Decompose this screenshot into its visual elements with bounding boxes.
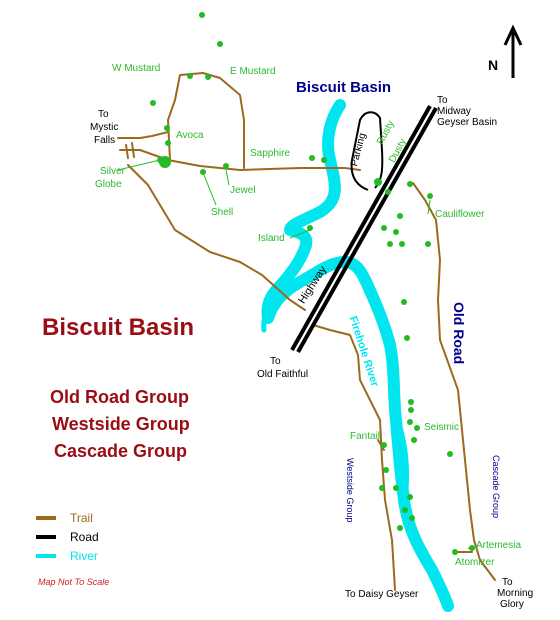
trail-westside	[312, 324, 396, 591]
label-jewel: Jewel	[230, 185, 256, 196]
label-to-midway-1: To	[437, 95, 448, 106]
north-label: N	[488, 57, 499, 73]
label-to-mystic-2: Mystic	[90, 122, 119, 133]
highway-road	[290, 105, 438, 353]
thermal-features	[150, 12, 475, 555]
legend-road-label: Road	[70, 530, 99, 544]
label-cauliflower: Cauliflower	[435, 209, 485, 220]
scale-note: Map Not To Scale	[38, 577, 110, 587]
label-to-old-faithful-2: Old Faithful	[257, 369, 309, 380]
group-westside: Westside Group	[52, 414, 190, 434]
trail-main-east	[167, 159, 361, 171]
label-sapphire: Sapphire	[250, 148, 291, 159]
river-west-branch	[261, 282, 286, 333]
firehole-river	[261, 99, 454, 612]
label-fantail: Fantail	[350, 431, 381, 442]
label-avoca: Avoca	[176, 130, 204, 141]
label-artemesia: Artemesia	[476, 540, 522, 551]
label-westside-group: Westside Group	[345, 458, 355, 523]
trail-west-start	[127, 164, 149, 186]
label-globe: Globe	[95, 179, 122, 190]
map-title: Biscuit Basin	[42, 314, 195, 341]
label-seismic: Seismic	[424, 422, 460, 433]
label-shell: Shell	[211, 207, 234, 218]
legend-trail-label: Trail	[70, 511, 93, 525]
label-e-mustard: E Mustard	[230, 66, 276, 77]
label-island: Island	[258, 233, 285, 244]
label-to-midway-2: Midway	[437, 106, 471, 117]
label-w-mustard: W Mustard	[112, 63, 161, 74]
north-arrow	[503, 24, 523, 78]
label-atomizer: Atomizer	[455, 557, 495, 568]
river-east-branch	[395, 417, 423, 558]
label-cascade-group: Cascade Group	[491, 455, 501, 519]
parking-loop	[350, 111, 384, 191]
trail-west-south	[147, 184, 306, 311]
label-to-morning-3: Glory	[500, 599, 524, 610]
label-to-daisy: To Daisy Geyser	[345, 589, 419, 600]
legend-river-label: River	[70, 549, 99, 563]
trail-crossbar	[125, 142, 135, 159]
label-to-mystic-1: To	[98, 109, 109, 120]
label-to-midway-3: Geyser Basin	[437, 117, 498, 128]
label-silver: Silver	[100, 166, 126, 177]
group-old-road: Old Road Group	[50, 387, 189, 407]
trail-mustard-loop	[167, 72, 245, 169]
label-old-road: Old Road	[451, 302, 467, 365]
label-biscuit-basin-top: Biscuit Basin	[296, 79, 392, 96]
group-cascade: Cascade Group	[54, 441, 188, 461]
label-to-old-faithful-1: To	[270, 356, 281, 367]
legend-trail-swatch	[36, 516, 56, 520]
label-to-mystic-3: Falls	[94, 135, 116, 146]
legend-river-swatch	[36, 554, 56, 558]
label-to-morning-2: Morning	[497, 588, 534, 599]
feature-leaders	[117, 159, 473, 551]
trail-old-road	[412, 182, 496, 581]
label-to-morning-1: To	[502, 577, 513, 588]
trail-to-mystic	[117, 131, 169, 139]
legend-road-swatch	[36, 535, 56, 539]
